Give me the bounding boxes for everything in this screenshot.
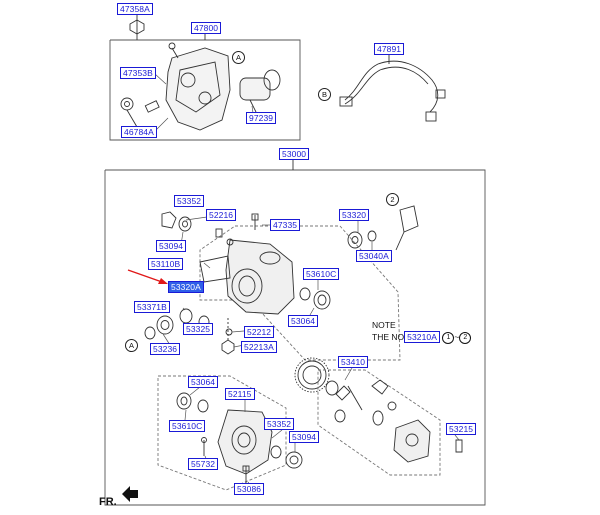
front-direction-label: FR.	[99, 496, 117, 508]
note-prefix: THE NO	[372, 332, 405, 342]
callout-two: 2	[386, 193, 399, 206]
part-label-52216[interactable]: 52216	[206, 209, 237, 221]
part-label-97239[interactable]: 97239	[246, 112, 277, 124]
note-ref-label-53210A[interactable]: 53210A	[404, 331, 441, 343]
part-label-52212[interactable]: 52212	[244, 326, 275, 338]
part-label-53236[interactable]: 53236	[150, 343, 181, 355]
note-range-from: 1	[442, 331, 455, 344]
part-label-47800[interactable]: 47800	[191, 22, 222, 34]
part-label-53320[interactable]: 53320	[339, 209, 370, 221]
callout-a-bottom: A	[125, 339, 138, 352]
part-label-53320A-selected[interactable]: 53320A	[168, 281, 204, 293]
part-label-53352-top[interactable]: 53352	[174, 195, 205, 207]
part-label-53110B[interactable]: 53110B	[148, 258, 184, 270]
part-label-47353B[interactable]: 47353B	[120, 67, 156, 79]
note-range-to: 2	[459, 331, 472, 344]
part-label-53040A[interactable]: 53040A	[356, 250, 392, 262]
callout-a-top: A	[232, 51, 245, 64]
part-label-52213A[interactable]: 52213A	[241, 341, 277, 353]
part-label-53352-bottom[interactable]: 53352	[264, 418, 295, 430]
part-label-53410[interactable]: 53410	[338, 356, 369, 368]
part-label-53215[interactable]: 53215	[446, 423, 477, 435]
part-label-46784A[interactable]: 46784A	[121, 126, 157, 138]
part-label-53610C-top[interactable]: 53610C	[303, 268, 340, 280]
part-label-53610C-bottom[interactable]: 53610C	[169, 420, 206, 432]
part-label-47891[interactable]: 47891	[374, 43, 405, 55]
pointer-arrow	[127, 269, 168, 284]
callout-b-top: B	[318, 88, 331, 101]
note-title: NOTE	[372, 320, 396, 330]
part-label-53064-bottom[interactable]: 53064	[188, 376, 219, 388]
note-range-sep: ~	[454, 332, 460, 342]
part-label-52115[interactable]: 52115	[225, 388, 255, 400]
part-label-53325[interactable]: 53325	[183, 323, 214, 335]
part-label-53094-top[interactable]: 53094	[156, 240, 187, 252]
part-label-53371B[interactable]: 53371B	[134, 301, 170, 313]
front-direction-arrow	[122, 486, 138, 502]
part-label-53086[interactable]: 53086	[234, 483, 265, 495]
part-label-47358A[interactable]: 47358A	[117, 3, 153, 15]
part-label-47335[interactable]: 47335	[270, 219, 301, 231]
part-label-53000[interactable]: 53000	[279, 148, 310, 160]
part-label-53064-top[interactable]: 53064	[288, 315, 319, 327]
part-label-55732[interactable]: 55732	[188, 458, 219, 470]
part-label-53094-bottom[interactable]: 53094	[289, 431, 320, 443]
